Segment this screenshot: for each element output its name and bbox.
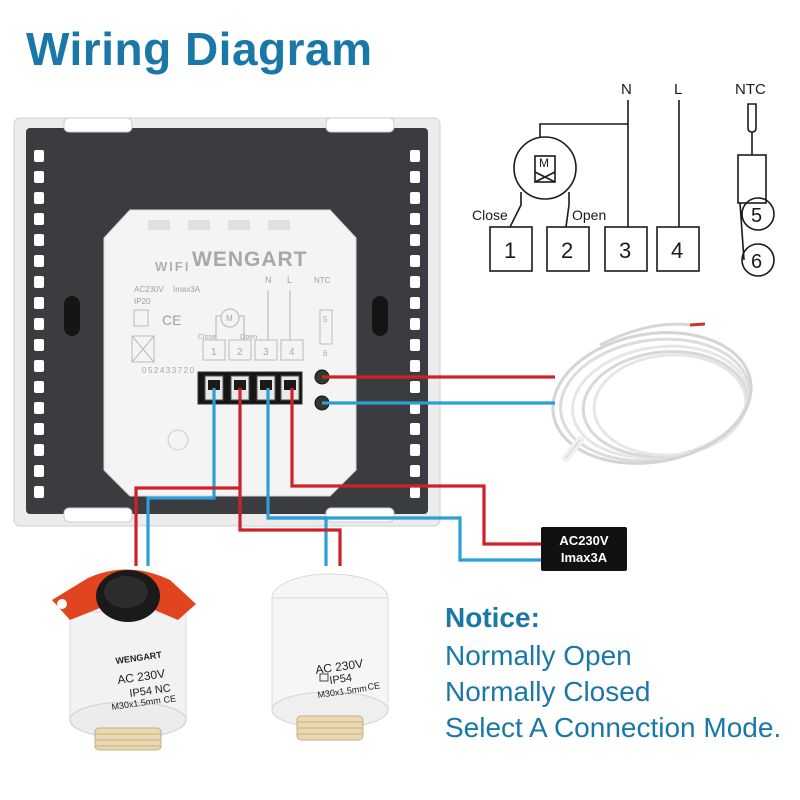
thermostat-terminal-3: 3: [263, 347, 269, 358]
thermostat-n: N: [265, 275, 272, 285]
notice-line-normally-open: Normally Open: [445, 640, 632, 671]
thermostat-l: L: [287, 275, 292, 285]
actuator-nc: [52, 569, 196, 751]
actuator-nc-ce: CE: [163, 693, 177, 705]
thermostat-wifi-label: WIFI: [155, 259, 190, 274]
actuator-no-rating: IP54: [329, 672, 353, 687]
schematic-live-label: L: [674, 81, 682, 98]
wires: [134, 375, 555, 566]
schematic-terminal-2: 2: [561, 238, 573, 263]
schematic-terminal-6: 6: [751, 251, 762, 273]
power-spec-voltage: AC230V: [559, 533, 609, 548]
thermostat-close: Close: [198, 334, 216, 341]
thermostat-ip: IP20: [134, 297, 151, 306]
thermostat-current: Imax3A: [173, 285, 201, 294]
notice-line-normally-closed: Normally Closed: [445, 676, 651, 707]
notice-line-select-mode: Select A Connection Mode.: [445, 712, 782, 743]
actuator-no-voltage: AC 230V: [314, 656, 364, 677]
thermostat-ntc: NTC: [314, 276, 331, 285]
schematic-motor-label: M: [539, 156, 549, 170]
schematic-terminal-1: 1: [504, 238, 516, 263]
actuator-nc-voltage: AC 230V: [116, 666, 166, 687]
thermostat-ce: CE: [162, 312, 181, 328]
power-spec-label: AC230V Imax3A: [541, 527, 627, 571]
ntc-sensor-cable: [551, 322, 753, 465]
schematic-ntc-label: NTC: [735, 81, 766, 98]
thermostat-terminal-5: 5: [323, 315, 328, 324]
actuator-no: [271, 573, 389, 741]
schematic-terminal-3: 3: [619, 238, 631, 263]
thermostat-terminal-1: 1: [211, 347, 217, 358]
notice-heading: Notice:: [445, 602, 540, 633]
notice: Notice: Normally Open Normally Closed Se…: [445, 600, 781, 746]
schematic-open-label: Open: [572, 207, 606, 223]
actuator-nc-rating: IP54 NC: [129, 682, 172, 700]
schematic-terminal-4: 4: [671, 238, 683, 263]
thermostat-terminal-4: 4: [289, 347, 295, 358]
thermostat-motor: M: [226, 314, 233, 323]
thermostat-brand: WENGART: [192, 248, 308, 271]
thermostat-open: Open: [240, 334, 257, 341]
page-title: Wiring Diagram: [26, 23, 373, 75]
actuator-no-ce: CE: [367, 680, 381, 692]
thermostat-terminal-2: 2: [237, 347, 243, 358]
thermostat-voltage: AC230V: [134, 285, 164, 294]
schematic-neutral-label: N: [621, 81, 632, 98]
thermostat-serial: 052433720: [142, 366, 196, 375]
thermostat-back: WIFI WENGART AC230V Imax3A IP20 CE N L N…: [13, 117, 441, 527]
power-spec-current: Imax3A: [560, 550, 608, 565]
thermostat-terminal-6: 6: [323, 349, 328, 358]
schematic-close-label: Close: [472, 207, 508, 223]
schematic: [489, 100, 775, 277]
weee-bin-icon: [131, 335, 155, 363]
schematic-terminal-5: 5: [751, 205, 762, 227]
